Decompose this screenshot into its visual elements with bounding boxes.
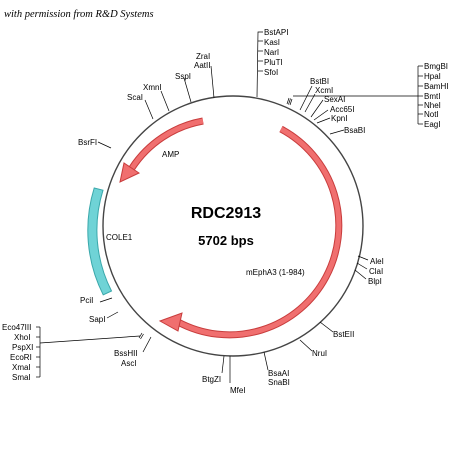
site-eco47iii: Eco47III — [2, 323, 31, 332]
site-bsabi: BsaBI — [344, 126, 365, 135]
cole1-label: COLE1 — [106, 233, 133, 242]
site-bsrfi: BsrFI — [78, 138, 97, 147]
site-bstapi: BstAPI — [264, 28, 288, 37]
site-blpi: BlpI — [368, 277, 382, 286]
amp-arrow — [119, 117, 204, 183]
site-sfoi: SfoI — [264, 68, 278, 77]
site-nhei: NheI — [424, 101, 441, 110]
site-asci: AscI — [121, 359, 137, 368]
plasmid-name: RDC2913 — [191, 205, 261, 222]
site-xhoi: XhoI — [14, 333, 30, 342]
permission-note: with permission from R&D Systems — [4, 9, 154, 20]
site-labels: BstAPI KasI NarI PluTI SfoI ZraI AatII S… — [2, 28, 448, 395]
site-noti: NotI — [424, 110, 439, 119]
site-bstbi: BstBI — [310, 77, 329, 86]
mcs-marks — [138, 97, 293, 340]
site-sspi: SspI — [175, 72, 191, 81]
amp-label: AMP — [162, 150, 179, 159]
site-hpai: HpaI — [424, 72, 441, 81]
insert-label: mEphA3 (1-984) — [246, 268, 305, 277]
site-clai: ClaI — [369, 267, 383, 276]
site-pluti: PluTI — [264, 58, 283, 67]
site-zrai: ZraI — [196, 52, 210, 61]
site-sapi: SapI — [89, 315, 105, 324]
site-xcmi: XcmI — [315, 86, 333, 95]
site-btgzi: BtgZI — [202, 375, 221, 384]
site-scai: ScaI — [127, 93, 143, 102]
site-leaders — [36, 31, 423, 383]
site-xmai: XmaI — [12, 363, 31, 372]
site-acc65i: Acc65I — [330, 105, 354, 114]
site-alei: AleI — [370, 257, 384, 266]
site-kasi: KasI — [264, 38, 280, 47]
site-eagi: EagI — [424, 120, 440, 129]
plasmid-backbone — [102, 95, 364, 357]
site-mfei: MfeI — [230, 386, 246, 395]
site-bsaai: BsaAI — [268, 369, 289, 378]
cole1-origin — [87, 187, 113, 296]
site-smai: SmaI — [12, 373, 31, 382]
site-pspxi: PspXI — [12, 343, 33, 352]
insert-arrow — [158, 125, 343, 339]
site-bmti: BmtI — [424, 92, 440, 101]
site-kpni: KpnI — [331, 114, 347, 123]
site-nrui: NruI — [312, 349, 327, 358]
site-ecori: EcoRI — [10, 353, 32, 362]
site-pcii: PciI — [80, 296, 93, 305]
site-bmgbi: BmgBI — [424, 62, 448, 71]
plasmid-size: 5702 bps — [198, 233, 254, 248]
site-xmni: XmnI — [143, 83, 162, 92]
site-snabi: SnaBI — [268, 378, 290, 387]
site-bamhi: BamHI — [424, 82, 448, 91]
site-sexai: SexAI — [324, 95, 345, 104]
site-bsteii: BstEII — [333, 330, 354, 339]
site-bsshii: BssHII — [114, 349, 138, 358]
site-nari: NarI — [264, 48, 279, 57]
site-aatii: AatII — [194, 61, 210, 70]
